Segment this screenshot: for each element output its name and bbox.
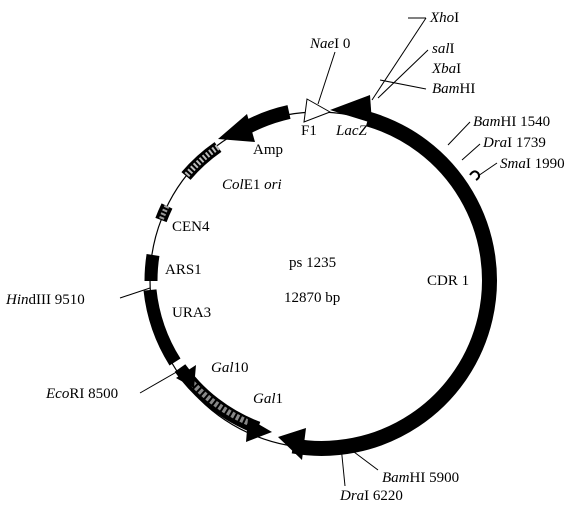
- cole1-ori-label: ColE1 ori: [222, 177, 282, 193]
- gal1-label: Gal1: [253, 391, 283, 407]
- plasmid-size: 12870 bp: [284, 290, 340, 306]
- nael-label: NaeI 0: [309, 36, 350, 52]
- cole1-ori-inner: [183, 144, 220, 178]
- amp-label: Amp: [253, 142, 283, 158]
- plasmid-name: ps 1235: [289, 255, 336, 271]
- cen4-inner: [158, 204, 170, 221]
- ars1-box: [144, 254, 160, 282]
- bamhi-top-label: BamHI: [432, 81, 475, 97]
- ura3-label: URA3: [172, 305, 211, 321]
- bamhi5900-label: BamHI 5900: [382, 470, 459, 486]
- bamhi1540-leader: [447, 121, 471, 146]
- lacz-arrow: [330, 95, 372, 123]
- xhoi-label: XhoI: [429, 10, 459, 26]
- f1-label: F1: [301, 123, 317, 139]
- gal10-label: Gal10: [211, 360, 249, 376]
- smai-leader: [477, 162, 498, 177]
- ura3-arc: [143, 289, 181, 366]
- ecori-leader: [139, 369, 181, 394]
- xhoi-leader: [371, 17, 427, 101]
- cen4-label: CEN4: [172, 219, 210, 235]
- smai-label: SmaI 1990: [500, 156, 565, 172]
- drai1739-label: DraI 1739: [482, 135, 546, 151]
- hindiii-leader: [119, 287, 151, 299]
- cdr1-arrowhead: [278, 428, 306, 460]
- bamhi5900-mark: [338, 440, 346, 446]
- nael-leader: [317, 51, 336, 105]
- hindiii-label: HindIII 9510: [5, 292, 85, 308]
- f1-arrow: [303, 98, 332, 123]
- gal10-arrowhead: [176, 365, 196, 388]
- lacz-label: LacZ: [335, 123, 368, 139]
- ars1-label: ARS1: [165, 262, 202, 278]
- ecori-label: EcoRI 8500: [45, 386, 118, 402]
- drai1739-leader: [461, 143, 481, 161]
- sali-leader: [377, 49, 429, 99]
- gal1-arrowhead: [246, 418, 272, 442]
- bamhi-top-leader: [379, 79, 427, 90]
- smai-mark: [469, 170, 481, 181]
- bamhi1540-label: BamHI 1540: [473, 114, 550, 130]
- amp-arc: [240, 105, 291, 136]
- xbai-label: XbaI: [431, 61, 461, 77]
- drai6220-leader: [340, 445, 346, 487]
- drai6220-label: DraI 6220: [339, 488, 403, 504]
- bamhi5900-leader: [345, 445, 379, 471]
- sali-label: salI: [432, 41, 455, 57]
- cdr1-arc: [291, 111, 497, 456]
- amp-arrowhead: [218, 114, 255, 142]
- cdr1-label: CDR 1: [427, 273, 469, 289]
